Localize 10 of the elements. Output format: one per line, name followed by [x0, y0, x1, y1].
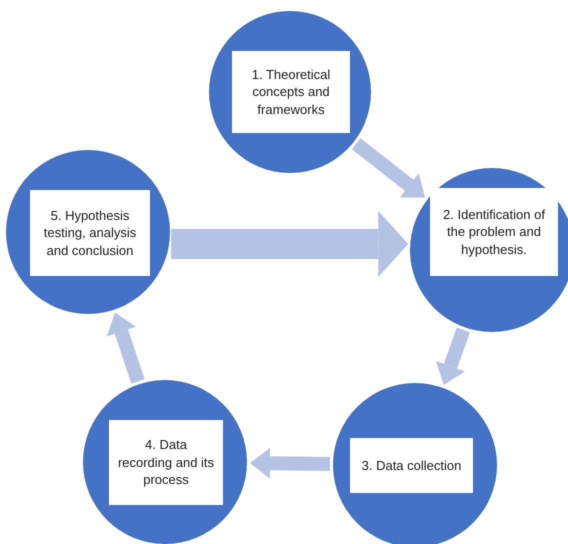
step-label: 3. Data collection — [350, 438, 473, 493]
block-arrow — [250, 448, 330, 479]
block-arrow — [171, 211, 408, 277]
block-arrow — [352, 138, 426, 198]
step-label: 1. Theoretical concepts and frameworks — [232, 51, 350, 133]
block-arrow — [106, 312, 145, 384]
step-label: 2. Identification of the problem and hypothesis. — [430, 188, 558, 276]
block-arrow — [436, 328, 470, 385]
step-label: 5. Hypothesis testing, analysis and conclusion — [30, 190, 150, 276]
step-label: 4. Data recording and its process — [109, 420, 223, 505]
